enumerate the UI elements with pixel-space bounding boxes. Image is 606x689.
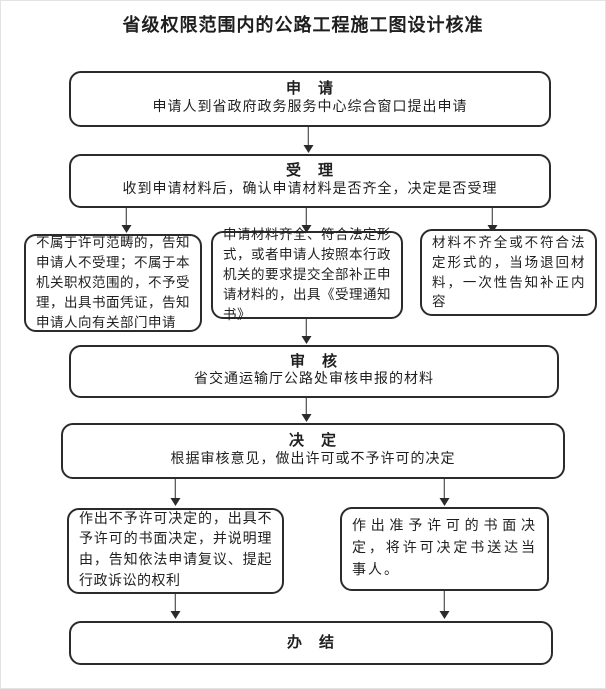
node-finish: 办 结 — [69, 621, 553, 665]
node-decide: 决 定 根据审核意见，做出许可或不予许可的决定 — [61, 423, 565, 479]
arrow-materials-to-review — [301, 319, 312, 344]
arrow-shaft — [443, 591, 445, 613]
arrow-accept-to-materials-complete — [301, 208, 312, 233]
arrow-head — [301, 414, 311, 422]
arrow-approve-to-finish — [439, 591, 450, 619]
node-reject-scope: 不属于许可范畴的，告知申请人不受理；不属于本机关职权范围的，不予受理，出具书面凭… — [24, 234, 202, 332]
arrow-shaft — [305, 398, 307, 416]
arrow-shaft — [491, 208, 493, 227]
arrow-shaft — [307, 127, 309, 147]
arrow-accept-to-reject-scope — [121, 208, 132, 233]
arrow-review-to-decide — [301, 398, 312, 422]
node-decide-title: 决 定 — [288, 433, 337, 450]
page-title: 省级权限范围内的公路工程施工图设计核准 — [122, 15, 484, 35]
node-accept-desc: 收到申请材料后，确认申请材料是否齐全，决定是否受理 — [122, 181, 498, 197]
arrow-decide-to-approve — [439, 479, 450, 506]
arrow-deny-to-finish — [170, 594, 181, 619]
node-materials-incomplete-text: 材料不齐全或不符合法定形式的，当场退回材料，一次性告知补正内容 — [432, 234, 585, 310]
node-reject-scope-text: 不属于许可范畴的，告知申请人不受理；不属于本机关职权范围的，不予受理，出具书面凭… — [36, 235, 190, 330]
arrow-shaft — [174, 594, 176, 613]
node-accept-title: 受 理 — [285, 163, 334, 180]
arrow-shaft — [305, 319, 307, 338]
arrow-shaft — [174, 479, 176, 500]
arrow-head — [301, 225, 311, 233]
arrow-decide-to-deny — [170, 479, 181, 506]
node-apply-title: 申 请 — [285, 81, 334, 98]
node-materials-complete: 申请材料齐全、符合法定形式，或者申请人按照本行政机关的要求提交全部补正申请材料的… — [211, 227, 403, 322]
node-review: 审 核 省交通运输厅公路处审核申报的材料 — [69, 345, 559, 398]
arrow-head — [121, 225, 131, 233]
arrow-shaft — [125, 208, 127, 227]
node-finish-title: 办 结 — [286, 634, 335, 651]
arrow-head — [439, 611, 449, 619]
arrow-head — [170, 498, 180, 506]
node-accept: 受 理 收到申请材料后，确认申请材料是否齐全，决定是否受理 — [69, 154, 551, 208]
arrow-shaft — [443, 479, 445, 500]
node-approve-text: 作出准予许可的书面决定，将许可决定书送达当事人。 — [352, 519, 537, 578]
node-materials-complete-text: 申请材料齐全、符合法定形式，或者申请人按照本行政机关的要求提交全部补正申请材料的… — [223, 227, 391, 322]
arrow-shaft — [305, 208, 307, 227]
arrow-head — [303, 145, 313, 153]
node-review-desc: 省交通运输厅公路处审核申报的材料 — [194, 372, 434, 388]
node-deny: 作出不予许可决定的，出具不予许可的书面决定，并说明理由，告知依法申请复议、提起行… — [67, 508, 284, 594]
node-approve: 作出准予许可的书面决定，将许可决定书送达当事人。 — [340, 507, 549, 591]
arrow-head — [301, 336, 311, 344]
arrow-head — [439, 498, 449, 506]
arrow-head — [170, 611, 180, 619]
node-apply-desc: 申请人到省政府政务服务中心综合窗口提出申请 — [152, 99, 468, 115]
node-review-title: 审 核 — [289, 353, 338, 370]
node-materials-incomplete: 材料不齐全或不符合法定形式的，当场退回材料，一次性告知补正内容 — [420, 229, 597, 316]
node-apply: 申 请 申请人到省政府政务服务中心综合窗口提出申请 — [69, 71, 551, 127]
node-deny-text: 作出不予许可决定的，出具不予许可的书面决定，并说明理由，告知依法申请复议、提起行… — [79, 511, 272, 589]
node-decide-desc: 根据审核意见，做出许可或不予许可的决定 — [170, 451, 456, 467]
arrow-apply-to-accept — [303, 127, 314, 153]
